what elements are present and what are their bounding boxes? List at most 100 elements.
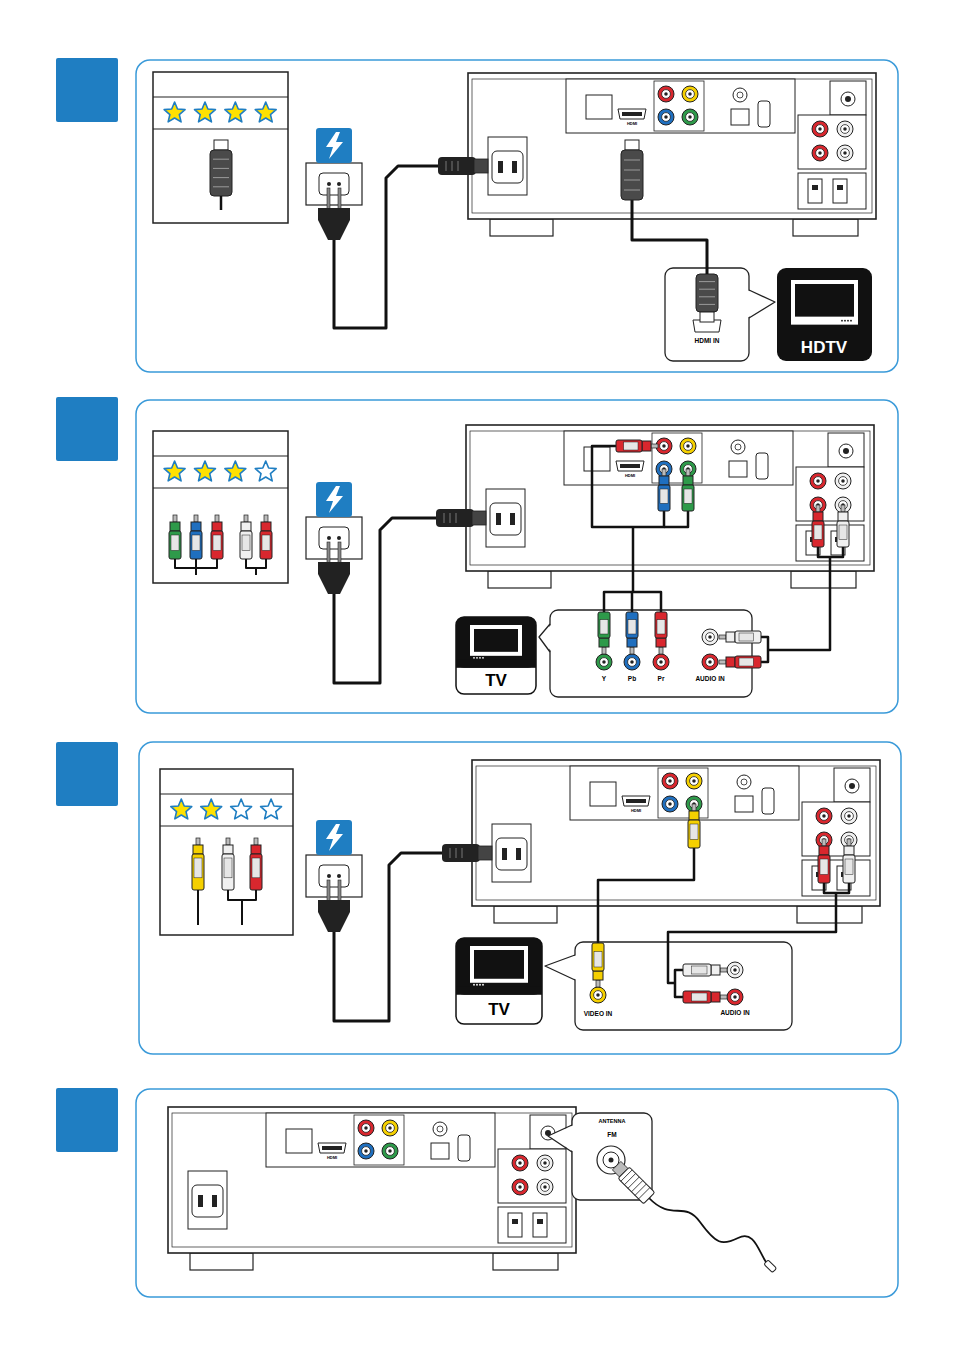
shape: [686, 469, 690, 476]
shape: [659, 647, 663, 654]
shape: [286, 1129, 312, 1153]
jack: [656, 461, 672, 477]
shape: [456, 660, 536, 668]
shape: [627, 638, 637, 647]
shape: [462, 848, 463, 858]
step-frame: [136, 1089, 898, 1297]
shape: [696, 274, 718, 312]
shape: [692, 966, 707, 974]
shape: [845, 779, 859, 793]
shape: [593, 971, 603, 980]
shape: [739, 633, 753, 641]
shape: [639, 1188, 650, 1199]
jack: [835, 473, 851, 489]
shape: [666, 777, 675, 786]
shape: [456, 617, 536, 694]
shape: [791, 571, 856, 588]
shape: [708, 660, 712, 664]
jack: [810, 473, 826, 489]
rca-plug: [211, 515, 223, 559]
shape: [731, 993, 740, 1002]
shape: [338, 542, 341, 564]
shape: [196, 838, 200, 845]
shape: [731, 440, 745, 454]
step-marker: [56, 58, 118, 122]
shape: [684, 442, 693, 451]
shape: [153, 455, 288, 456]
port-label: AUDIO IN: [720, 1010, 749, 1017]
shape: [816, 479, 820, 483]
shape: [664, 511, 688, 527]
callout-inset: [665, 268, 775, 361]
shape: [699, 304, 715, 305]
shape: [458, 1135, 470, 1161]
shape: [153, 487, 288, 488]
shape: [319, 527, 349, 549]
shape: [845, 812, 854, 821]
shape: [226, 838, 230, 845]
rca-plug: [260, 515, 272, 559]
shape: [337, 874, 341, 878]
step-frame: [139, 742, 901, 1054]
device-rear-panel: [472, 760, 880, 923]
shape: [850, 320, 852, 322]
shape: [735, 656, 761, 668]
shape: [192, 535, 200, 550]
shape: [660, 442, 669, 451]
shape: [498, 1149, 566, 1203]
shape: [822, 839, 826, 846]
shape: [306, 163, 362, 205]
jack: [658, 86, 674, 102]
jack: [662, 796, 678, 812]
shape: [621, 1170, 632, 1181]
shape: [508, 1213, 522, 1237]
rating-star: [201, 799, 222, 819]
shape: [664, 115, 668, 119]
shape: [327, 188, 330, 210]
step-frame: [136, 400, 898, 713]
shape: [818, 151, 822, 155]
rating-star: [255, 461, 276, 481]
shape: [266, 1113, 495, 1167]
jack: [682, 86, 698, 102]
rca-plug: [626, 612, 638, 654]
shape: [628, 658, 637, 667]
shape: [622, 796, 650, 806]
shape: [604, 592, 661, 612]
rca-plug: [655, 612, 667, 654]
shape: [668, 893, 836, 983]
shape: [686, 113, 695, 122]
shape: [241, 900, 243, 925]
shape: [153, 128, 288, 129]
shape: [493, 1253, 558, 1270]
rca-plug: [192, 838, 204, 890]
shape: [662, 469, 666, 476]
port-label: HDMI: [327, 1156, 337, 1160]
device-rear-panel: [468, 73, 876, 236]
port-label: HDMI: [627, 122, 637, 126]
shape: [168, 1107, 576, 1253]
shape: [436, 509, 474, 527]
shape: [213, 186, 229, 187]
shape: [635, 1184, 646, 1195]
shape: [442, 844, 480, 862]
shape: [316, 482, 352, 517]
shape: [316, 128, 352, 163]
quality-box: [153, 431, 288, 583]
shape: [692, 993, 707, 1001]
shape: [318, 208, 350, 240]
shape: [628, 620, 636, 634]
shape: [539, 624, 552, 652]
shape: [482, 657, 484, 659]
quality-box: [153, 72, 288, 223]
shape: [596, 980, 600, 987]
shape: [841, 92, 855, 106]
shape: [590, 782, 616, 806]
shape: [496, 513, 501, 525]
tv-icon: HDTV: [777, 268, 872, 361]
shape: [699, 281, 715, 282]
shape: [316, 820, 352, 855]
shape: [651, 444, 658, 448]
shape: [733, 995, 737, 999]
shape: [625, 140, 639, 150]
